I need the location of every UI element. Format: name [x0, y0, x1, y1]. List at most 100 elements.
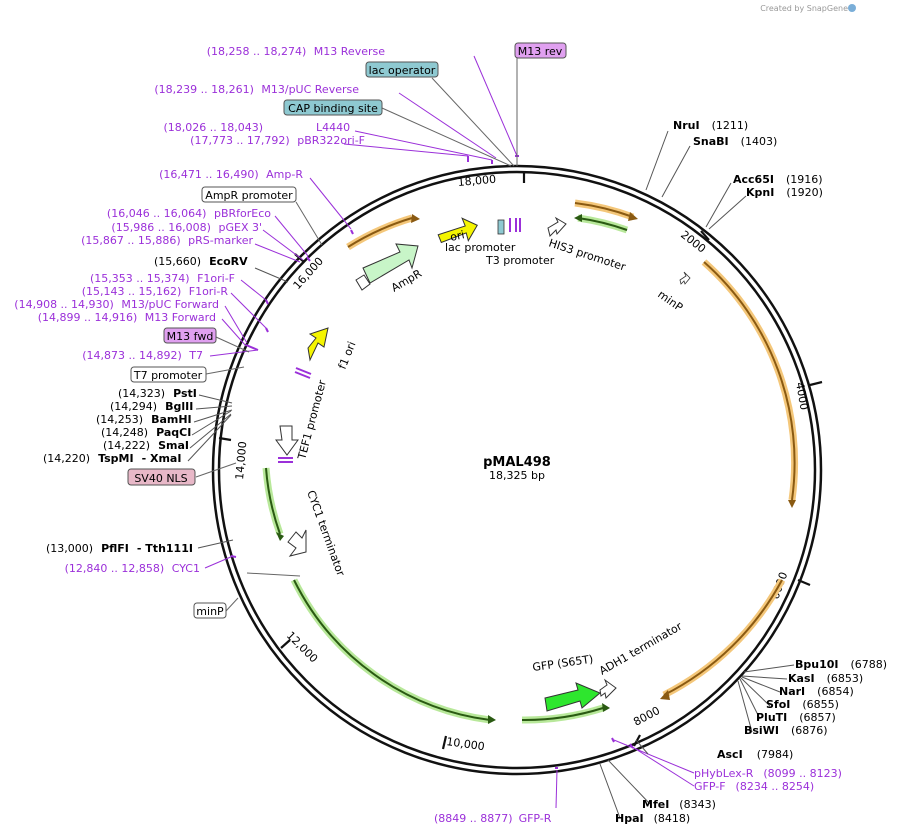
- enzyme-pos: (14,220): [43, 452, 90, 465]
- svg-text:(14,873 .. 14,892) T7: (14,873 .. 14,892) T7: [82, 349, 203, 362]
- svg-text:(14,294)BglII: (14,294)BglII: [110, 400, 193, 413]
- primer-marks: [230, 155, 634, 769]
- m13-rev-label: M13 rev: [518, 45, 563, 58]
- gfp-label: GFP (S65T): [532, 653, 594, 674]
- svg-text:pHybLex-R(8099 .. 8123): pHybLex-R(8099 .. 8123): [694, 767, 842, 780]
- enzyme-pos: (14,222): [103, 439, 150, 452]
- plasmid-length: 18,325 bp: [489, 469, 545, 482]
- m13-rev-box[interactable]: M13 rev: [514, 42, 567, 59]
- primer-name: pHybLex-R: [694, 767, 754, 780]
- primer-range: (16,471 .. 16,490): [159, 168, 259, 181]
- primer-name: M13/pUC Forward: [121, 298, 219, 311]
- primer-range: (18,026 .. 18,043): [163, 121, 263, 134]
- svg-text:(15,143 .. 15,162) F1ori-R: (15,143 .. 15,162) F1ori-R: [82, 285, 229, 298]
- enzyme-name: SfoI: [766, 698, 790, 711]
- primer-name: pGEX 3': [218, 221, 262, 234]
- primer-range: (15,867 .. 15,886): [81, 234, 181, 247]
- enzyme-pos: (1403): [741, 135, 778, 148]
- cyc1-terminator-label: CYC1 terminator: [304, 489, 347, 579]
- svg-text:GFP-F(8234 .. 8254): GFP-F(8234 .. 8254): [694, 780, 814, 793]
- primer-labels-left: (18,258 .. 18,274) M13 Reverse (18,239 .…: [14, 45, 385, 575]
- minp-box[interactable]: minP: [193, 602, 227, 619]
- cyc1-terminator-arrow[interactable]: [287, 529, 307, 557]
- enzyme-pos: (14,294): [110, 400, 157, 413]
- primer-range: (15,353 .. 15,374): [90, 272, 190, 285]
- tick-label: 4000: [793, 381, 811, 411]
- lac-promoter-box[interactable]: [497, 219, 505, 235]
- enzyme-name: SnaBI: [693, 135, 729, 148]
- enzyme-name: BamHI: [151, 413, 192, 426]
- svg-text:(12,840 .. 12,858) CYC1: (12,840 .. 12,858) CYC1: [65, 562, 200, 575]
- t7-promoter-label: T7 promoter: [133, 369, 203, 382]
- cap-binding-site-box[interactable]: CAP binding site: [283, 99, 383, 116]
- svg-text:SnaBI(1403): SnaBI (1403): [693, 135, 777, 148]
- minp-inner-arrow[interactable]: [679, 271, 691, 285]
- gfp-arrow[interactable]: [544, 682, 601, 712]
- sv40-nls-label: SV40 NLS: [134, 472, 187, 485]
- svg-text:(16,471 .. 16,490) Amp-R: (16,471 .. 16,490) Amp-R: [159, 168, 303, 181]
- ori-arrow[interactable]: [436, 216, 479, 244]
- svg-text:KpnI(1920): KpnI(1920): [746, 186, 823, 199]
- ampr-promoter-box[interactable]: AmpR promoter: [201, 186, 297, 203]
- lac-operator-label: lac operator: [369, 64, 436, 77]
- svg-text:(15,986 .. 16,008) pGEX 3': (15,986 .. 16,008) pGEX 3': [111, 221, 262, 234]
- primer-range: (8234 .. 8254): [736, 780, 815, 793]
- svg-text:(14,323)PstI: (14,323)PstI: [118, 387, 197, 400]
- cap-binding-site-label: CAP binding site: [288, 102, 378, 115]
- ampr-promoter-label: AmpR promoter: [205, 189, 293, 202]
- enzyme-name: EcoRV: [209, 255, 248, 268]
- primer-marks-inner: [278, 218, 521, 463]
- m13-fwd-box[interactable]: M13 fwd: [163, 327, 217, 344]
- svg-text:MfeI(8343): MfeI(8343): [642, 798, 716, 811]
- orf-arrowheads-orange: [411, 212, 796, 700]
- enzyme-pos: (6876): [791, 724, 828, 737]
- his3-promoter-label: HIS3 promoter: [547, 236, 628, 273]
- enzyme-name: Bpu10I: [795, 658, 839, 671]
- tef1-promoter-arrow[interactable]: [275, 425, 299, 456]
- primer-labels-right: pHybLex-R(8099 .. 8123) GFP-F(8234 .. 82…: [434, 767, 842, 825]
- f1-ori-arrow[interactable]: [307, 327, 329, 362]
- enzyme-name: AscI: [717, 748, 743, 761]
- enzyme-name: PflFI: [101, 542, 129, 555]
- svg-text:(14,248)PaqCI: (14,248)PaqCI: [101, 426, 191, 439]
- ori-label: ori: [449, 228, 466, 244]
- enzyme-name: NarI: [779, 685, 805, 698]
- ampr-promoter-arrow[interactable]: [355, 274, 371, 291]
- ampr-arrow[interactable]: [362, 243, 419, 284]
- tick-label: 8000: [631, 704, 662, 729]
- tick-label: 10,000: [446, 735, 486, 753]
- enzyme-pos: (6788): [851, 658, 888, 671]
- svg-text:BsiWI(6876): BsiWI(6876): [744, 724, 828, 737]
- enzyme-name: MfeI: [642, 798, 669, 811]
- primer-range: (14,908 .. 14,930): [14, 298, 114, 311]
- his3-promoter-arrow[interactable]: [547, 216, 567, 237]
- f1-ori-label: f1 ori: [336, 340, 359, 371]
- sv40-nls-box[interactable]: SV40 NLS: [127, 468, 196, 486]
- svg-text:KasI(6853): KasI(6853): [788, 672, 863, 685]
- primer-leader-lines: [204, 55, 695, 809]
- t7-promoter-box[interactable]: T7 promoter: [130, 366, 207, 383]
- lac-operator-box[interactable]: lac operator: [365, 61, 439, 78]
- enzyme-pos: (6854): [817, 685, 854, 698]
- primer-name: GFP-R: [519, 812, 552, 825]
- svg-text:(15,867 .. 15,886) pRS-marker: (15,867 .. 15,886) pRS-marker: [81, 234, 253, 247]
- t3-promoter-label: T3 promoter: [485, 254, 555, 267]
- svg-text:(17,773 .. 17,792) pBR322ori-F: (17,773 .. 17,792) pBR322ori-F: [190, 134, 365, 147]
- lac-promoter-label: lac promoter: [445, 241, 516, 254]
- enzyme-pos: (6857): [799, 711, 836, 724]
- adh1-terminator-arrow[interactable]: [599, 678, 617, 700]
- enzyme-name: KasI: [788, 672, 815, 685]
- enzyme-pos: (14,323): [118, 387, 165, 400]
- enzyme-name: Acc65I: [733, 173, 774, 186]
- m13-fwd-label: M13 fwd: [167, 330, 214, 343]
- svg-text:(15,660)EcoRV: (15,660) EcoRV: [154, 255, 248, 268]
- svg-text:SfoI(6855): SfoI(6855): [766, 698, 839, 711]
- primer-range: (18,258 .. 18,274): [207, 45, 307, 58]
- plasmid-name: pMAL498: [483, 455, 551, 470]
- enzyme-name: SmaI: [158, 439, 189, 452]
- primer-name: pBRforEco: [214, 207, 271, 220]
- enzyme-labels-right: NruI(1211) SnaBI(1403) Acc65I(1916) KpnI…: [615, 119, 887, 825]
- enzyme-pos: (7984): [757, 748, 794, 761]
- enzyme-pos: (15,660): [154, 255, 201, 268]
